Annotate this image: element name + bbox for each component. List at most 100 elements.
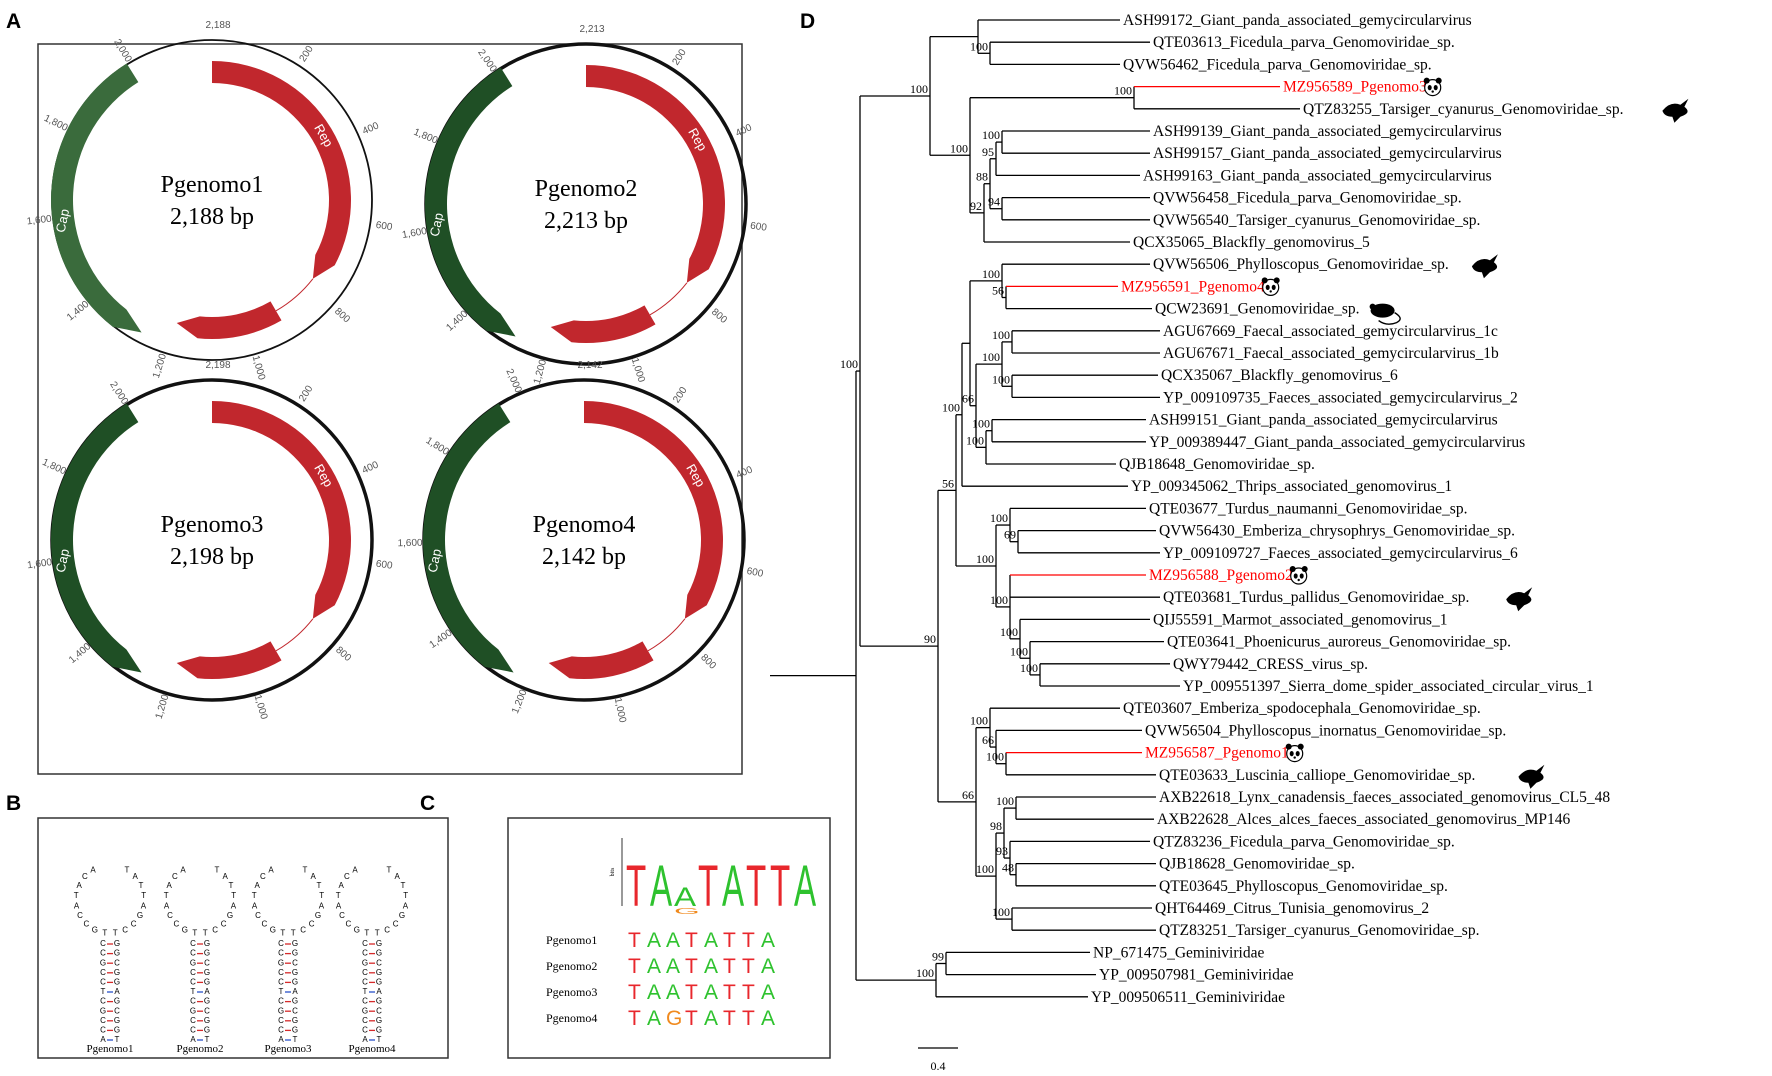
phylogenetic-tree: ASH99172_Giant_panda_associated_gemycirc… (770, 12, 1689, 1073)
motif-nucleotide: T (742, 981, 755, 1004)
loop-nucleotide: T (387, 866, 392, 875)
hairpin-name: Pgenomo1 (86, 1043, 133, 1055)
stem-nucleotide: G (292, 968, 298, 977)
genome-size: 2,188 bp (170, 204, 254, 230)
leaf-label: YP_009551397_Sierra_dome_spider_associat… (1183, 678, 1594, 695)
tree-leaf: MZ956591_Pgenomo4 (1121, 277, 1280, 296)
bootstrap-value: 100 (942, 401, 960, 415)
stem-nucleotide: C (362, 949, 368, 958)
tree-leaf: AXB22618_Lynx_canadensis_faeces_associat… (1159, 789, 1610, 806)
position-tick-label: 200 (671, 385, 690, 405)
stem-nucleotide: C (190, 1016, 196, 1025)
panel-a-frame (37, 43, 743, 775)
loop-nucleotide: A (74, 901, 80, 910)
motif-row-name: Pgenomo3 (546, 985, 597, 999)
bootstrap-value: 100 (990, 593, 1008, 607)
motif-nucleotide: T (628, 929, 641, 952)
logo-letter: T (626, 854, 646, 919)
leaf-label: AXB22618_Lynx_canadensis_faeces_associat… (1159, 789, 1610, 806)
position-tick-label: 200 (297, 44, 316, 64)
tree-leaf: QJB18628_Genomoviridae_sp. (1159, 856, 1355, 873)
tree-leaf: QHT64469_Citrus_Tunisia_genomovirus_2 (1155, 900, 1429, 917)
position-tick-label: 1,600 (401, 226, 428, 241)
loop-nucleotide: T (375, 929, 380, 938)
loop-nucleotide: A (310, 872, 316, 881)
stem-nucleotide: C (362, 968, 368, 977)
loop-nucleotide: T (336, 891, 341, 900)
stem-nucleotide: T (377, 1035, 382, 1044)
genome-map-3: 2004006008001,0001,2001,4001,6001,8002,0… (27, 360, 394, 721)
position-tick-label: 600 (375, 559, 394, 572)
hairpin-name: Pgenomo2 (176, 1043, 223, 1055)
loop-nucleotide: C (260, 872, 266, 881)
motif-nucleotide: T (742, 929, 755, 952)
position-tick-label: 800 (333, 645, 353, 665)
panel-label-d: D (800, 10, 815, 33)
stem-nucleotide: G (362, 1006, 368, 1015)
tree-leaf: AGU67669_Faecal_associated_gemycircularv… (1163, 323, 1498, 340)
motif-nucleotide: T (685, 981, 698, 1004)
loop-nucleotide: A (336, 901, 342, 910)
loop-nucleotide: C (173, 920, 179, 929)
bootstrap-value: 100 (910, 82, 928, 96)
loop-nucleotide: A (319, 901, 325, 910)
loop-nucleotide: C (172, 872, 178, 881)
motif-nucleotide: A (704, 1007, 718, 1030)
stem-nucleotide: C (278, 968, 284, 977)
leaf-label: ASH99151_Giant_panda_associated_gemycirc… (1149, 412, 1498, 429)
leaf-label: YP_009506511_Geminiviridae (1091, 989, 1285, 1006)
position-tick-label: 400 (734, 122, 754, 139)
bootstrap-value: 94 (988, 195, 1000, 209)
rep-exon-2-arrow (176, 641, 282, 679)
tree-leaf: ASH99172_Giant_panda_associated_gemycirc… (1123, 12, 1472, 29)
tree-leaf: AXB22628_Alces_alces_faeces_associated_g… (1157, 811, 1570, 828)
position-tick-label: 400 (361, 459, 381, 476)
tree-leaf: NP_671475_Geminiviridae (1093, 944, 1264, 961)
panda-icon (1423, 77, 1442, 97)
stem-nucleotide: G (114, 1026, 120, 1035)
position-tick-label: 1,600 (26, 214, 53, 228)
position-tick-label: 1,800 (412, 127, 440, 147)
stem-nucleotide: T (101, 987, 106, 996)
stem-nucleotide: A (362, 1035, 368, 1044)
bootstrap-value: 100 (996, 794, 1014, 808)
leaf-label: QCX35067_Blackfly_genomovirus_6 (1161, 367, 1398, 384)
bird-icon (1471, 254, 1498, 279)
stem-nucleotide: C (278, 978, 284, 987)
leaf-label: ASH99157_Giant_panda_associated_gemycirc… (1153, 145, 1502, 162)
stem-nucleotide: G (114, 968, 120, 977)
bootstrap-value: 95 (982, 145, 994, 159)
position-tick-label: 600 (749, 221, 767, 234)
leaf-label: QTE03613_Ficedula_parva_Genomoviridae_sp… (1153, 34, 1455, 51)
loop-nucleotide: T (192, 929, 197, 938)
stem-nucleotide: G (204, 978, 210, 987)
loop-nucleotide: T (291, 929, 296, 938)
motif-nucleotide: T (628, 981, 641, 1004)
leaf-label: MZ956588_Pgenomo2 (1149, 567, 1293, 584)
bootstrap-value: 88 (976, 170, 988, 184)
position-tick-label: 200 (297, 383, 316, 403)
loop-nucleotide: G (137, 911, 143, 920)
leaf-label: AXB22628_Alces_alces_faeces_associated_g… (1157, 811, 1570, 828)
loop-nucleotide: T (303, 866, 308, 875)
cap-label: Cap (427, 211, 447, 237)
stem-nucleotide: C (100, 997, 106, 1006)
position-tick-label: 1,800 (40, 457, 68, 478)
rep-exon-2-arrow (548, 641, 654, 679)
motif-nucleotide: A (647, 929, 661, 952)
loop-nucleotide: C (339, 911, 345, 920)
bootstrap-value: 100 (992, 372, 1010, 386)
tree-leaf: YP_009109735_Faeces_associated_gemycircu… (1163, 389, 1518, 406)
loop-nucleotide: T (228, 881, 233, 890)
leaf-label: QIJ55591_Marmot_associated_genomovirus_1 (1153, 611, 1447, 628)
leaf-label: QVW56462_Ficedula_parva_Genomoviridae_sp… (1123, 56, 1432, 73)
panel-label-c: C (420, 792, 435, 815)
stem-nucleotide: G (114, 1016, 120, 1025)
genome-size: 2,213 bp (544, 208, 628, 234)
leaf-label: MZ956589_Pgenomo3 (1283, 79, 1427, 96)
loop-nucleotide: C (77, 911, 83, 920)
bird-icon (1518, 764, 1545, 789)
bootstrap-value: 100 (950, 141, 968, 155)
leaf-label: QCW23691_Genomoviridae_sp. (1155, 301, 1359, 318)
stem-nucleotide: G (292, 997, 298, 1006)
